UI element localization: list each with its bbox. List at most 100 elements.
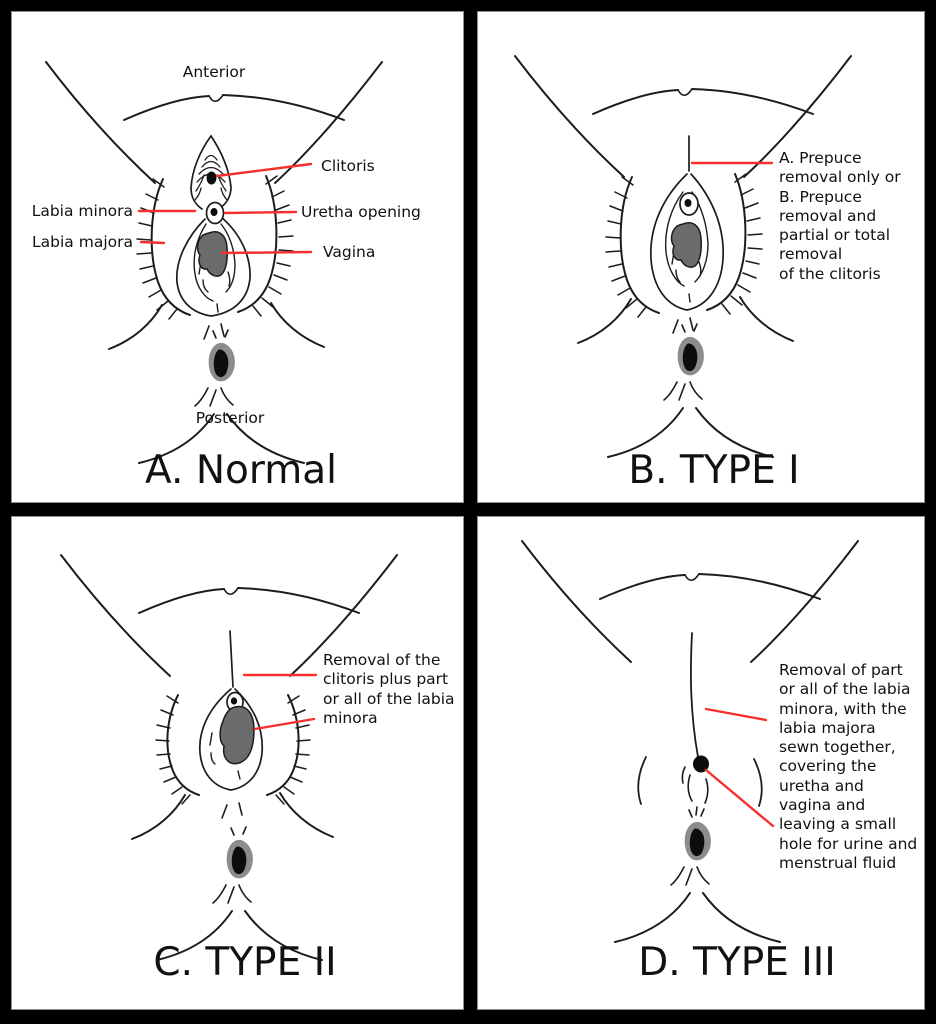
mons-crease-left — [138, 588, 225, 614]
panel-c-title: C. TYPE II — [153, 940, 337, 985]
right-buttock-curve — [226, 413, 305, 464]
labia-minora-left-fold — [664, 191, 685, 287]
figure-base — [521, 540, 859, 943]
labia-minora-detail — [176, 201, 251, 317]
anus-inner — [231, 846, 247, 875]
clitoral-hood — [190, 135, 232, 210]
labia-majora-right-edge — [706, 173, 747, 311]
labia-majora-left-hatching — [605, 176, 647, 318]
anus-ticks — [688, 808, 705, 818]
vestibule-outline — [650, 173, 724, 311]
labia-majora-right-hatching — [275, 695, 311, 805]
perineum-marks — [221, 802, 243, 819]
mons-crease-right — [698, 573, 821, 600]
vagina-opening — [219, 705, 255, 765]
vestibule-outline — [198, 688, 264, 791]
anus-ticks — [681, 323, 698, 333]
labia-majora-left-edge — [150, 178, 191, 316]
posterior-label: Posterior — [195, 409, 265, 427]
labia-majora-outline — [605, 173, 763, 318]
clitoris-leader-line — [215, 162, 313, 178]
clitoris-label: Clitoris — [321, 157, 375, 175]
figure-base — [60, 554, 398, 961]
anus-inner — [689, 828, 705, 857]
hood-left-wall — [190, 135, 212, 210]
left-thigh-line — [514, 55, 625, 178]
type2-anatomy-drawing — [60, 554, 398, 961]
perineum-marks — [672, 317, 694, 334]
minora-squiggles — [198, 261, 231, 313]
labia-majora-left-hatching — [155, 695, 191, 805]
type3-anatomy-drawing — [521, 540, 859, 943]
right-buttock-curve — [702, 892, 781, 943]
navel-notch — [208, 94, 224, 103]
right-thigh-line — [274, 61, 383, 184]
labia-majora-label: Labia majora — [32, 233, 133, 251]
clitoris-dot — [206, 171, 217, 185]
vulva-detail — [198, 688, 264, 791]
left-flank-curve — [637, 756, 647, 805]
type1-anatomy-drawing — [514, 55, 852, 458]
labia-majora-outline — [136, 175, 294, 320]
left-buttock-curve — [614, 892, 691, 943]
left-groin-curve — [131, 794, 186, 840]
left-groin-curve — [577, 298, 632, 344]
panel-b-title: B. TYPE I — [628, 448, 800, 493]
anterior-label: Anterior — [182, 63, 246, 81]
leg-marks — [212, 884, 252, 904]
panel-d-title: D. TYPE III — [638, 940, 836, 985]
leg-marks — [663, 381, 703, 401]
labia-majora-right-edge — [237, 175, 278, 313]
right-buttock-curve — [244, 910, 323, 961]
anus-inner — [682, 343, 698, 372]
urethra-dot — [210, 208, 218, 216]
inner-squiggles — [209, 732, 241, 780]
left-buttock-curve — [607, 407, 684, 458]
uretha-opening-label: Uretha opening — [301, 203, 421, 221]
urethra-dot — [684, 199, 692, 207]
urethra-dot — [230, 697, 238, 705]
vagina-label: Vagina — [323, 243, 376, 261]
right-thigh-line — [289, 554, 398, 677]
panel-normal: Anterior Clitoris Labia minora Uretha op… — [11, 11, 464, 503]
vagina-leader-line — [220, 250, 313, 255]
vagina-opening — [670, 222, 702, 268]
right-thigh-line — [743, 55, 852, 178]
right-buttock-curve — [695, 407, 774, 458]
anus-ticks — [212, 329, 229, 339]
labia-minora-right-fold — [220, 223, 236, 293]
left-buttock-curve — [156, 910, 233, 961]
leader-lines — [704, 707, 775, 828]
seam-leader-line — [704, 707, 768, 722]
navel-notch — [677, 88, 693, 97]
hood-right-wall — [210, 135, 232, 209]
left-buttock-curve — [138, 413, 215, 464]
labia-majora-left-hatching — [136, 178, 178, 320]
right-groin-curve — [739, 296, 794, 342]
figure-base — [45, 61, 383, 464]
anus-ticks — [230, 826, 247, 836]
leader-lines — [242, 673, 318, 731]
mons-crease-left — [123, 95, 210, 121]
panel-type-1: A. Prepuce removal only or B. Prepuce re… — [477, 11, 925, 503]
labia-majora-left-edge — [619, 176, 660, 314]
vulva-detail — [650, 135, 724, 311]
labia-majora-right-hatching — [252, 175, 294, 317]
left-thigh-line — [521, 540, 632, 663]
navel-notch — [684, 573, 700, 582]
labia-majora-leader-line — [139, 240, 166, 245]
right-thigh-line — [750, 540, 859, 663]
left-groin-curve — [108, 304, 163, 350]
seam-side-marks — [681, 766, 709, 816]
right-groin-curve — [270, 302, 325, 348]
mons-crease-right — [222, 94, 345, 121]
vagina-opening — [196, 231, 228, 277]
panel-type-3: Removal of part or all of the labia mino… — [477, 516, 925, 1010]
mons-crease-left — [592, 89, 679, 115]
small-hole-dot — [693, 755, 709, 773]
uretha-leader-line — [223, 210, 298, 215]
right-groin-curve — [279, 792, 334, 838]
labia-minora-left-fold — [193, 223, 214, 302]
mons-crease-left — [599, 574, 686, 600]
